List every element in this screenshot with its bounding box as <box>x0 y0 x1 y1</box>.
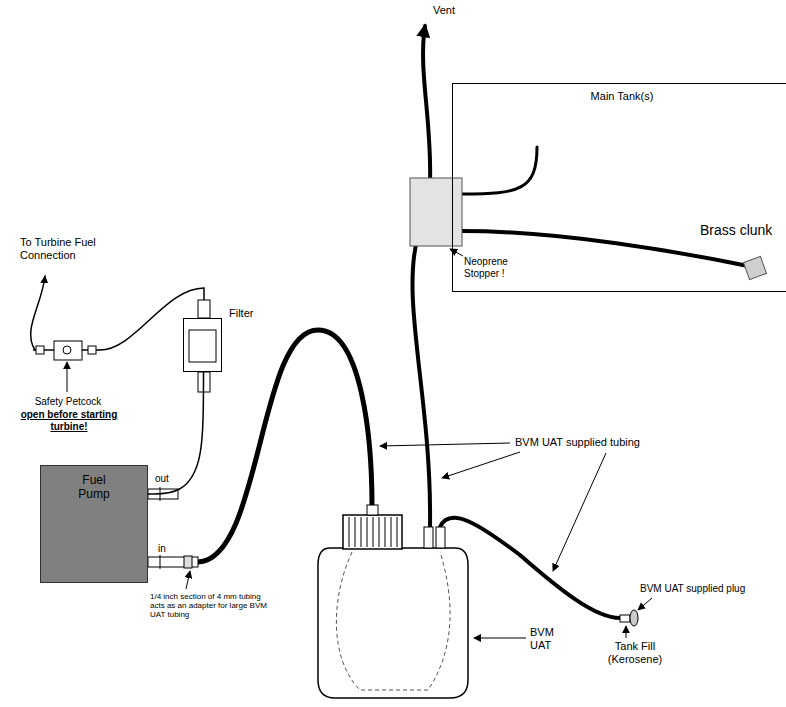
node-title: Main Tank(s) <box>453 84 786 103</box>
fuel-line <box>148 372 204 494</box>
adapter-note-box: 1/4 inch section of 4 mm tubing acts as … <box>150 592 268 620</box>
filter-parts <box>189 300 216 392</box>
fill-label: Tank Fill (Kerosene) <box>602 640 668 665</box>
fill-plug <box>620 610 638 626</box>
bvm-uat-bottle <box>318 505 468 698</box>
turbine-label-box: To Turbine Fuel Connection <box>20 236 112 261</box>
brass-clunk <box>743 256 766 279</box>
fuel-line <box>100 288 204 350</box>
warning-note: open before starting turbine! <box>10 409 128 432</box>
bottle-label-box: BVM UAT <box>530 626 562 651</box>
bottle-label: BVM UAT <box>530 626 562 651</box>
pickup-tube <box>412 231 748 527</box>
leaders <box>67 249 652 638</box>
node-title: Fuel Pump <box>72 466 116 502</box>
filter-box: Filter <box>183 318 222 372</box>
vent-label-box: Vent <box>433 4 455 17</box>
pump-fittings <box>148 487 198 569</box>
clunk-label: Brass clunk <box>700 222 772 238</box>
tubing <box>31 26 748 618</box>
adapter-note: 1/4 inch section of 4 mm tubing acts as … <box>150 592 268 620</box>
node-title: Filter <box>229 307 266 320</box>
stopper-label-box: Neoprene Stopper ! <box>464 256 522 279</box>
fuel-pump-box: Fuel Pump <box>40 465 148 583</box>
port-label: in <box>158 543 166 555</box>
vent-tube-inner <box>462 147 537 194</box>
tubing-label-box: BVM UAT supplied tubing <box>515 436 640 449</box>
warning-note-box: open before starting turbine! <box>10 409 128 432</box>
fill-label-box: Tank Fill (Kerosene) <box>602 640 668 665</box>
petcock-label: Safety Petcock <box>12 396 124 408</box>
tubing-label: BVM UAT supplied tubing <box>515 436 640 449</box>
plug-label: BVM UAT supplied plug <box>640 583 745 595</box>
vent-tube <box>423 26 430 182</box>
port-label-box: in <box>158 543 166 555</box>
port-label-box: out <box>155 473 169 485</box>
stopper-label: Neoprene Stopper ! <box>464 256 522 279</box>
petcock-label-box: Safety Petcock <box>12 396 124 408</box>
vent-label: Vent <box>433 4 455 17</box>
turbine-label: To Turbine Fuel Connection <box>20 236 112 261</box>
safety-petcock <box>33 341 100 360</box>
port-label: out <box>155 473 169 485</box>
clunk-label-box: Brass clunk <box>700 222 772 238</box>
neoprene-stopper <box>410 178 462 246</box>
turbine-line <box>31 276 45 350</box>
plug-label-box: BVM UAT supplied plug <box>640 583 745 595</box>
